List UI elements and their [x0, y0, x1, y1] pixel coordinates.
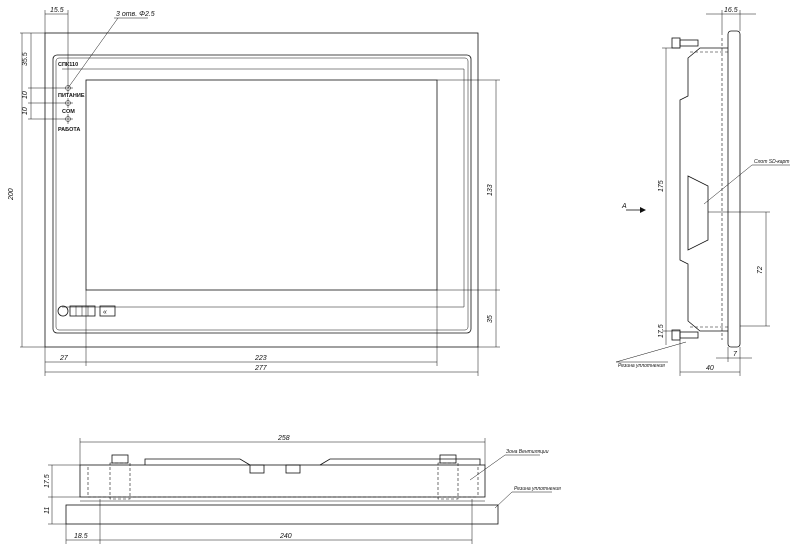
bottom-base-plate — [65, 504, 499, 525]
bottom-dim-height-2: 11 — [44, 507, 51, 514]
view-arrow-label: А — [621, 203, 627, 210]
dim-led-gap-1: 10 — [22, 91, 29, 99]
bottom-dim-left-offset: 18.5 — [74, 533, 88, 540]
dim-left-offset: 27 — [59, 355, 69, 362]
dim-bottom-margin: 35 — [487, 315, 494, 323]
svg-text:«: « — [103, 309, 107, 316]
dim-screen-height: 133 — [487, 184, 494, 196]
dim-top-margin: 35.5 — [22, 52, 29, 66]
led-com — [63, 98, 73, 108]
vent-note: Зона Вентиляции — [506, 449, 549, 455]
dim-top-offset: 15.5 — [50, 7, 64, 14]
side-dim-panel: 7 — [733, 351, 738, 358]
front-bezel — [52, 54, 472, 334]
bottom-dim-base-width: 240 — [279, 533, 292, 540]
front-bezel-inner — [55, 57, 469, 331]
side-dim-slot-offset: 72 — [757, 266, 764, 274]
side-view: А 16.5 175 17.5 72 Слот SD-карт Резина у… — [615, 7, 790, 376]
indicator-label-com: COM — [62, 109, 75, 115]
indicator-label-work: РАБОТА — [58, 127, 80, 133]
indicator-label-power: ПИТАНИЕ — [58, 93, 85, 99]
side-dim-height: 175 — [658, 180, 665, 192]
bottom-seal-note: Резина уплотнения — [514, 486, 561, 492]
side-dim-depth: 40 — [706, 365, 714, 372]
bottom-sd-slot-1 — [249, 464, 265, 474]
dim-total-width: 277 — [254, 365, 268, 372]
vendor-logo: « — [57, 305, 116, 317]
holes-note: 3 отв. Φ2.5 — [116, 11, 155, 18]
dim-screen-width: 223 — [254, 355, 267, 362]
side-front-panel — [727, 30, 741, 348]
bottom-view: 258 Зона Вентиляции Резина уплотнения 17… — [44, 435, 561, 544]
bottom-body — [79, 464, 486, 498]
front-outer-frame — [44, 32, 479, 348]
front-screen — [85, 79, 438, 291]
side-dim-top: 16.5 — [724, 7, 738, 14]
side-screw-bottom — [671, 329, 699, 341]
dim-height: 200 — [8, 188, 15, 201]
bottom-sd-slot-2 — [285, 464, 301, 474]
slot-note: Слот SD-карт — [754, 159, 789, 165]
bottom-screw-left — [109, 454, 131, 500]
front-view: СПК110 ПИТАНИЕ COM РАБОТА 3 отв. Φ2.5 — [8, 7, 500, 376]
side-dim-bottom-gap: 17.5 — [658, 324, 665, 338]
side-seal-note: Резина уплотнения — [618, 363, 665, 369]
bottom-dim-width: 258 — [277, 435, 290, 442]
bottom-screw-right — [437, 454, 459, 500]
bottom-dim-height-1: 17.5 — [44, 474, 51, 488]
dim-led-gap-2: 10 — [22, 107, 29, 115]
side-screw-top — [671, 37, 699, 49]
led-work — [63, 114, 73, 124]
